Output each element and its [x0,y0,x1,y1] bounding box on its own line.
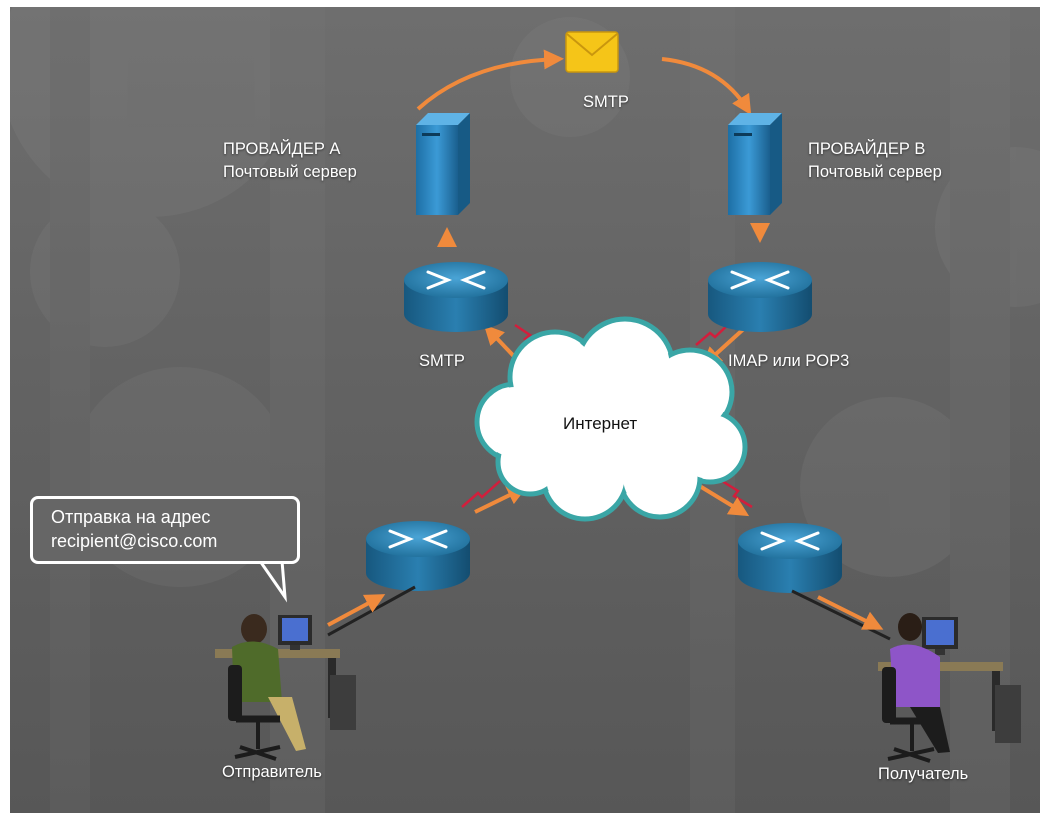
router-sender-icon [366,521,470,591]
arrow-sender-router-to-cloud [474,486,528,514]
callout-email-address: recipient@cisco.com [51,531,218,551]
email-flow-diagram: SMTP ПРОВАЙДЕР А Почтовый сервер ПРОВАЙД… [10,7,1040,813]
provider-b-subtitle: Почтовый сервер [808,163,942,181]
send-callout: Отправка на адрес recipient@cisco.com [30,496,300,564]
smtp-arc-arrow-left [416,49,564,111]
wan-link-b [695,322,731,346]
diagram-canvas [10,7,1040,813]
arrow-cloud-to-recipient-router [696,483,750,517]
recipient-label: Получатель [878,765,969,783]
server-b-icon [728,113,782,215]
wan-link-sender [461,480,501,508]
smtp-arc-arrow-right [661,57,752,116]
router-recipient-icon [738,523,842,593]
imap-pop3-label: IMAP или POP3 [728,352,850,370]
internet-cloud-icon [474,316,748,522]
cable-sender [327,585,416,637]
server-a-icon [416,113,470,215]
router-a-icon [404,262,508,332]
internet-label: Интернет [563,414,638,433]
callout-line-1: Отправка на адрес [51,507,211,527]
router-b-icon [708,262,812,332]
arrow-sender-pc-to-router [327,594,386,627]
sender-label: Отправитель [222,763,322,781]
arrow-router-to-recipient-pc [817,595,884,630]
provider-a-title: ПРОВАЙДЕР А [223,140,341,158]
provider-a-subtitle: Почтовый сервер [223,163,357,181]
smtp-label-sender-side: SMTP [419,352,465,370]
cable-recipient [791,589,891,641]
smtp-label-top: SMTP [583,93,629,111]
envelope-icon [565,31,619,73]
sender-person-icon [215,614,356,761]
provider-b-title: ПРОВАЙДЕР В [808,140,926,158]
recipient-person-icon [878,613,1021,763]
